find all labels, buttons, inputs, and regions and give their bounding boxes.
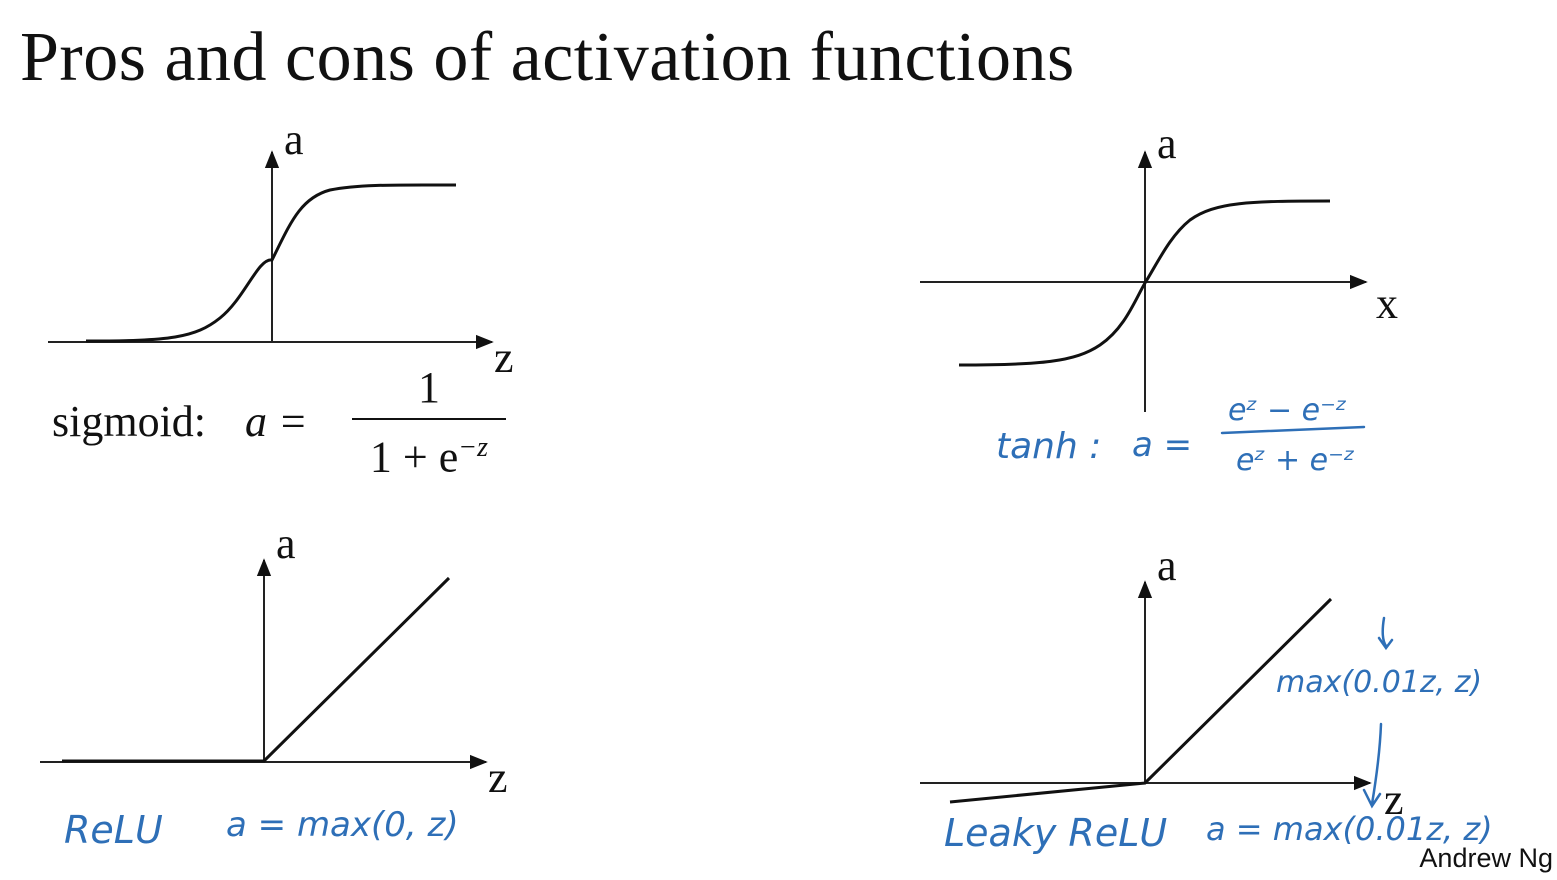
relu-y-label: a xyxy=(276,519,296,568)
slide-title: Pros and cons of activation functions xyxy=(20,19,1075,96)
sigmoid-numerator: 1 xyxy=(418,363,440,412)
tanh-annotation: tanh : a = eᶻ − e⁻ᶻ eᶻ + e⁻ᶻ xyxy=(996,393,1366,478)
relu-annotation: ReLU a = max(0, z) xyxy=(64,805,459,852)
tanh-x-label: x xyxy=(1376,279,1398,328)
sigmoid-formula-lhs: a = xyxy=(245,397,308,446)
sigmoid-y-label: a xyxy=(284,115,304,164)
sigmoid-denominator-exponent: −z xyxy=(458,432,489,463)
relu-x-label: z xyxy=(488,753,508,802)
tanh-annotation-numerator: eᶻ − e⁻ᶻ xyxy=(1228,393,1347,428)
relu-curve xyxy=(62,576,451,763)
tanh-curve xyxy=(958,199,1331,367)
leaky-relu-annotation-formula: a = max(0.01z, z) xyxy=(1206,810,1493,848)
tanh-annotation-fraction-bar xyxy=(1220,425,1366,435)
tanh-plot: a x xyxy=(920,119,1398,412)
side-note-arrow-icon xyxy=(1377,616,1394,651)
tanh-y-label: a xyxy=(1157,119,1177,168)
side-note-down-arrow-icon xyxy=(1362,722,1383,809)
author-credit: Andrew Ng xyxy=(1419,843,1553,873)
sigmoid-curve xyxy=(85,183,457,343)
leaky-relu-x-label: z xyxy=(1384,775,1404,824)
sigmoid-denominator: 1 + e xyxy=(369,432,459,482)
sigmoid-denominator-wrap: 1 + e−z xyxy=(352,424,506,482)
sigmoid-formula-prefix: sigmoid: xyxy=(52,397,207,446)
leaky-relu-plot: a z xyxy=(920,541,1404,824)
sigmoid-fraction-bar xyxy=(352,418,506,420)
leaky-relu-annotation: Leaky ReLU a = max(0.01z, z) max(0.01z, … xyxy=(944,616,1493,855)
relu-annotation-name: ReLU xyxy=(64,808,163,852)
sigmoid-x-label: z xyxy=(494,333,514,382)
relu-plot: a z xyxy=(40,519,508,802)
relu-annotation-formula: a = max(0, z) xyxy=(226,805,459,845)
sigmoid-formula: sigmoid: a = xyxy=(52,396,308,447)
leaky-relu-annotation-name: Leaky ReLU xyxy=(944,811,1167,855)
sigmoid-plot: a z xyxy=(48,115,514,382)
leaky-relu-curve xyxy=(949,597,1333,804)
tanh-annotation-denominator: eᶻ + e⁻ᶻ xyxy=(1236,443,1355,478)
sigmoid-fraction: 1 1 + e−z xyxy=(352,364,506,482)
leaky-relu-y-label: a xyxy=(1157,541,1177,590)
tanh-annotation-lhs: a = xyxy=(1132,425,1192,465)
tanh-annotation-name: tanh : xyxy=(996,426,1101,467)
leaky-relu-side-note: max(0.01z, z) xyxy=(1276,665,1482,700)
